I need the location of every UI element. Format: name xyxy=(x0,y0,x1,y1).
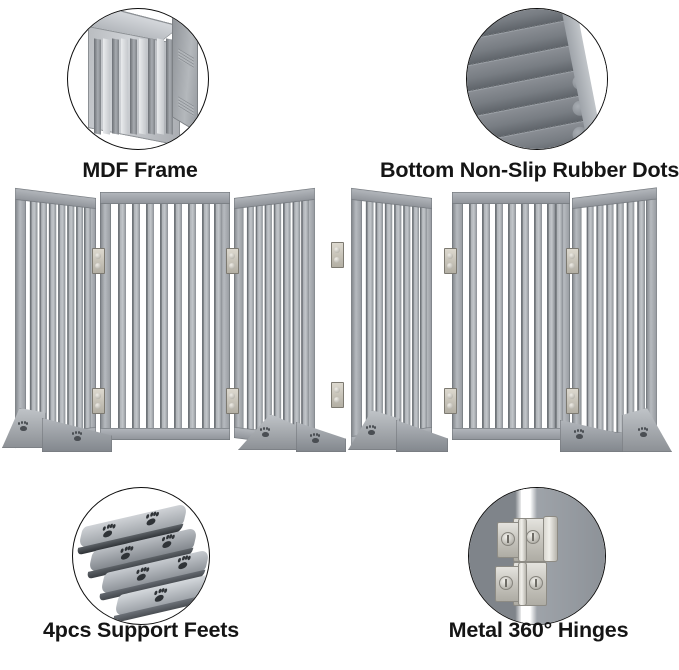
gate-hinge xyxy=(566,248,579,274)
callout-support-feet: 4pcs Support Feets xyxy=(0,485,282,670)
gate-support-foot xyxy=(560,408,672,454)
gate-hinge xyxy=(92,248,105,274)
gate-panel xyxy=(100,192,230,440)
hinge-icon xyxy=(469,488,605,624)
gate-panel xyxy=(572,187,664,449)
callout-mdf-frame: MDF Frame xyxy=(0,0,280,190)
gate-hinge xyxy=(566,388,579,414)
gate-panel xyxy=(8,187,97,449)
callout-metal-hinges: Metal 360° Hinges xyxy=(398,485,679,670)
gate-support-foot xyxy=(348,408,448,454)
gate-hinge xyxy=(331,382,344,408)
gate-panel xyxy=(234,187,322,449)
rubber-dots-circle xyxy=(466,8,608,150)
callout-label-metal-hinges: Metal 360° Hinges xyxy=(448,618,629,642)
callout-rubber-dots: Bottom Non-Slip Rubber Dots xyxy=(380,0,679,190)
callout-label-mdf-frame: MDF Frame xyxy=(82,158,198,182)
mdf-frame-icon xyxy=(68,9,208,149)
pet-gate-product-image xyxy=(0,187,679,460)
gate-hinge xyxy=(444,248,457,274)
gate-support-foot xyxy=(2,408,112,454)
gate-hinge xyxy=(226,248,239,274)
callout-label-rubber-dots: Bottom Non-Slip Rubber Dots xyxy=(380,158,679,182)
support-feet-icon xyxy=(73,488,209,624)
metal-hinges-circle xyxy=(468,487,606,625)
gate-hinge xyxy=(226,388,239,414)
gate-support-foot xyxy=(238,408,346,454)
gate-panel xyxy=(452,192,570,440)
support-feet-circle xyxy=(72,487,210,625)
rubber-dots-icon xyxy=(467,9,607,149)
gate-hinge xyxy=(444,388,457,414)
mdf-frame-circle xyxy=(67,8,209,150)
gate-panel xyxy=(344,187,432,449)
callout-label-support-feet: 4pcs Support Feets xyxy=(43,618,239,642)
gate-hinge xyxy=(331,242,344,268)
gate-hinge xyxy=(92,388,105,414)
